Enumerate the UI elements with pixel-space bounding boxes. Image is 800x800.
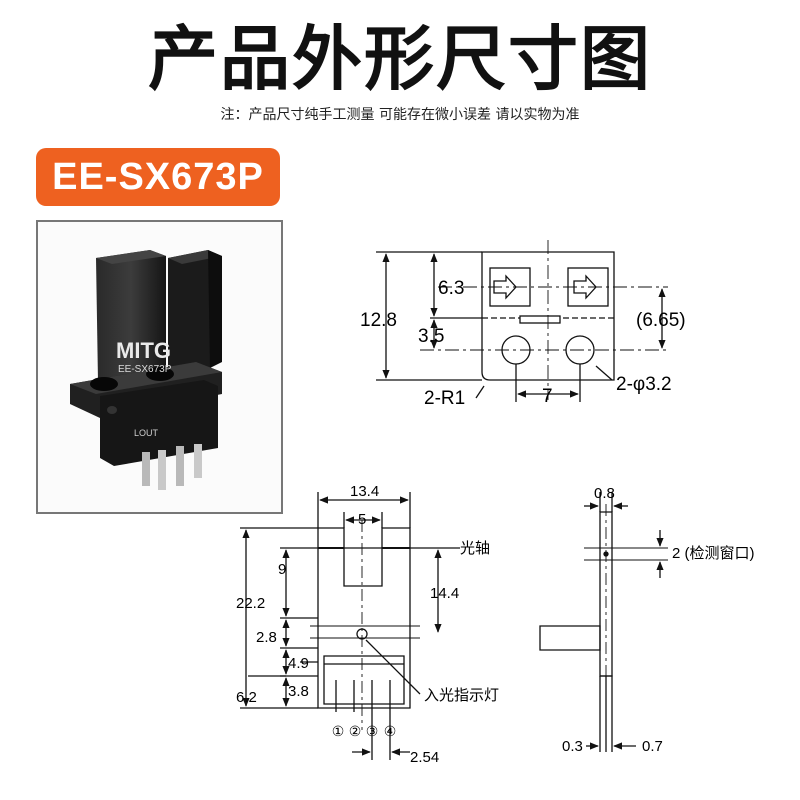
dim-side-window: 2 (检测窗口): [672, 544, 755, 562]
label-optical-axis: 光轴: [460, 540, 490, 557]
pin-3-label: ③: [366, 723, 379, 739]
photo-model-text: EE-SX673P: [118, 364, 172, 375]
dim-front-gap: 5: [358, 511, 366, 528]
dim-front-pin-pitch: 2.54: [410, 749, 439, 766]
label-led-indicator: 入光指示灯: [424, 687, 499, 704]
dim-front-led: 2.8: [256, 629, 277, 646]
page-title: 产品外形尺寸图: [148, 18, 652, 100]
dim-top-pitch: 7: [542, 386, 553, 407]
dim-front-total: 22.2: [236, 595, 265, 612]
dim-top-axis: (6.65): [636, 310, 686, 331]
dim-top-holes: 2-φ3.2: [616, 374, 672, 395]
pin-2-label: ②: [349, 723, 362, 739]
side-view: [539, 492, 668, 752]
sensor-photo: [70, 250, 222, 490]
dim-front-body: 4.9: [288, 655, 309, 672]
photo-brand-text: MITG: [116, 338, 171, 363]
dim-top-hole-offset: 3.5: [418, 326, 444, 347]
front-view: [240, 492, 460, 760]
dim-top-radius: 2-R1: [424, 388, 465, 409]
pin-numbers: ① ② ③ ④: [332, 723, 397, 739]
pin-4-label: ④: [384, 723, 397, 739]
dim-side-top: 0.8: [594, 485, 615, 502]
dim-front-width: 13.4: [350, 483, 379, 500]
model-badge: EE-SX673P: [36, 148, 280, 206]
dim-side-right: 0.7: [642, 738, 663, 755]
measurement-note: 注：产品尺寸纯手工测量 可能存在微小误差 请以实物为准: [220, 107, 580, 123]
pin-1-label: ①: [332, 723, 345, 739]
dim-top-height: 12.8: [360, 310, 397, 331]
dim-front-slot-depth: 9: [278, 561, 286, 578]
dim-front-pins: 6.2: [236, 689, 257, 706]
photo-terminal-text: LOUT: [134, 428, 159, 438]
dim-front-pin-body: 3.8: [288, 683, 309, 700]
dim-top-slot: 6.3: [438, 278, 464, 299]
top-view: [376, 240, 668, 402]
dim-side-left: 0.3: [562, 738, 583, 755]
dim-front-axis-height: 14.4: [430, 585, 459, 602]
